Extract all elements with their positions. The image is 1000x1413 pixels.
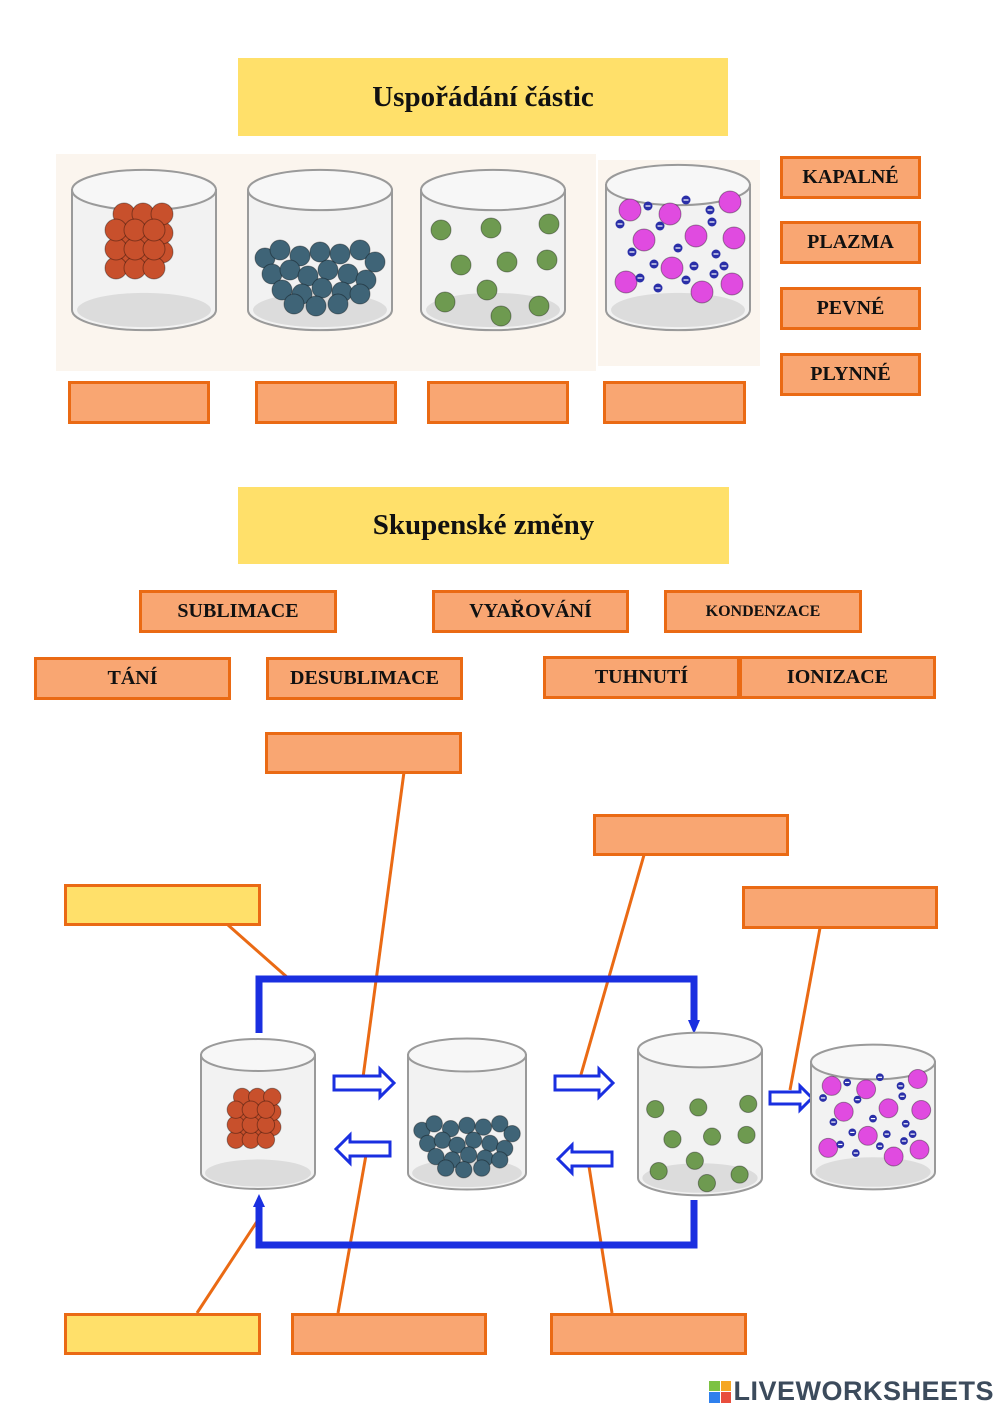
desublimation-loop-arrow bbox=[253, 1194, 698, 1249]
answer-slot-gas[interactable] bbox=[427, 381, 569, 424]
particle-beakers-row bbox=[56, 154, 760, 371]
answer-slot-condensation[interactable] bbox=[550, 1313, 747, 1355]
answer-slot-liquid[interactable] bbox=[255, 381, 397, 424]
logo-text: LIVEWORKSHEETS bbox=[733, 1376, 994, 1406]
diagram-solid-beaker-icon bbox=[200, 1038, 316, 1190]
arrow-left-condensation bbox=[555, 1141, 614, 1177]
sublimation-loop-arrow bbox=[255, 975, 700, 1034]
choice-pevne[interactable]: PEVNÉ bbox=[780, 287, 921, 330]
connector-lines bbox=[195, 771, 822, 1314]
answer-slot-melting[interactable] bbox=[265, 732, 462, 774]
choice-plynne[interactable]: PLYNNÉ bbox=[780, 353, 921, 396]
choice-tani[interactable]: TÁNÍ bbox=[34, 657, 231, 700]
answer-slot-freezing[interactable] bbox=[291, 1313, 487, 1355]
liquid-beaker-icon bbox=[247, 168, 393, 332]
section-title-particles: Uspořádání částic bbox=[238, 58, 728, 136]
arrow-right-evaporation bbox=[553, 1065, 616, 1101]
choice-kapalne[interactable]: KAPALNÉ bbox=[780, 156, 921, 199]
answer-slot-solid[interactable] bbox=[68, 381, 210, 424]
section-title-state-changes: Skupenské změny bbox=[238, 487, 729, 564]
liveworksheets-logo-icon bbox=[709, 1380, 732, 1403]
liveworksheets-logo: LIVEWORKSHEETS bbox=[709, 1376, 994, 1407]
diagram-gas-beaker-icon bbox=[637, 1031, 763, 1197]
choice-kondenzace[interactable]: KONDENZACE bbox=[664, 590, 862, 633]
answer-slot-sublimation[interactable] bbox=[64, 884, 261, 926]
choice-vyarovani[interactable]: VYAŘOVÁNÍ bbox=[432, 590, 629, 633]
arrow-right-melting bbox=[332, 1065, 397, 1101]
choice-plazma[interactable]: PLAZMA bbox=[780, 221, 921, 264]
answer-slot-plasma[interactable] bbox=[603, 381, 746, 424]
gas-beaker-icon bbox=[420, 168, 566, 332]
answer-slot-evaporation[interactable] bbox=[593, 814, 789, 856]
choice-desublimace[interactable]: DESUBLIMACE bbox=[266, 657, 463, 700]
diagram-liquid-beaker-icon bbox=[407, 1037, 527, 1191]
arrow-left-freezing bbox=[333, 1131, 392, 1167]
transition-arrows bbox=[332, 1065, 815, 1177]
choice-ionizace[interactable]: IONIZACE bbox=[739, 656, 936, 699]
diagram-plasma-beaker-icon bbox=[810, 1043, 936, 1191]
choice-sublimace[interactable]: SUBLIMACE bbox=[139, 590, 337, 633]
arrow-right-ionization bbox=[768, 1082, 815, 1114]
plasma-beaker-icon bbox=[605, 163, 751, 332]
choice-tuhnuti[interactable]: TUHNUTÍ bbox=[543, 656, 740, 699]
solid-beaker-icon bbox=[71, 168, 217, 332]
answer-slot-ionization[interactable] bbox=[742, 886, 938, 929]
answer-slot-desublimation[interactable] bbox=[64, 1313, 261, 1355]
